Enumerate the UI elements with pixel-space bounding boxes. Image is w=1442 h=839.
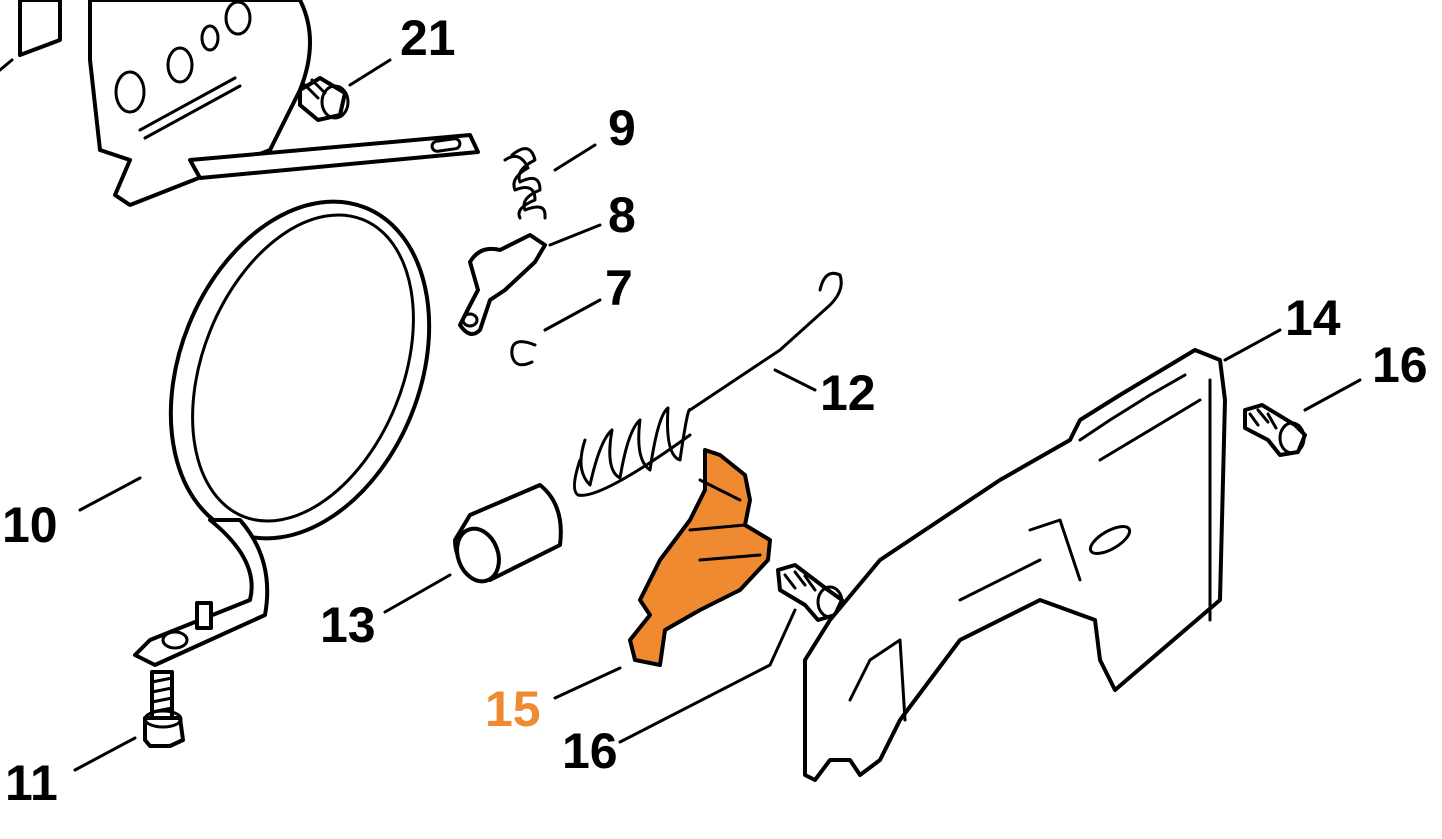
housing-fragment <box>0 0 312 207</box>
callout-16-right: 16 <box>1372 337 1428 393</box>
callout-labels: 21 9 8 7 12 14 16 10 13 15 16 11 <box>2 10 1428 811</box>
part-13-sleeve <box>453 483 563 584</box>
part-16-screw-right <box>1243 403 1307 457</box>
callout-14: 14 <box>1285 290 1341 346</box>
callout-11: 11 <box>5 755 58 811</box>
part-11-screw <box>143 670 185 748</box>
callout-15: 15 <box>485 681 541 737</box>
part-21-screw <box>298 76 350 122</box>
callout-7: 7 <box>605 260 633 316</box>
part-14-cover <box>803 348 1227 782</box>
part-12-spring <box>573 271 843 497</box>
part-9-spring <box>503 147 547 220</box>
callout-13: 13 <box>320 597 376 653</box>
part-8-lever <box>458 233 547 336</box>
callout-10: 10 <box>2 497 58 553</box>
leader-lines <box>73 58 1362 772</box>
callout-12: 12 <box>820 365 876 421</box>
callout-9: 9 <box>608 100 636 156</box>
callout-21: 21 <box>400 10 456 66</box>
callout-8: 8 <box>608 187 636 243</box>
part-16-screw-center <box>776 563 844 622</box>
callout-16-center: 16 <box>562 723 618 779</box>
part-15-lever-highlighted <box>628 448 772 667</box>
part-10-brake-band <box>133 133 480 667</box>
part-7-clip <box>510 340 537 367</box>
